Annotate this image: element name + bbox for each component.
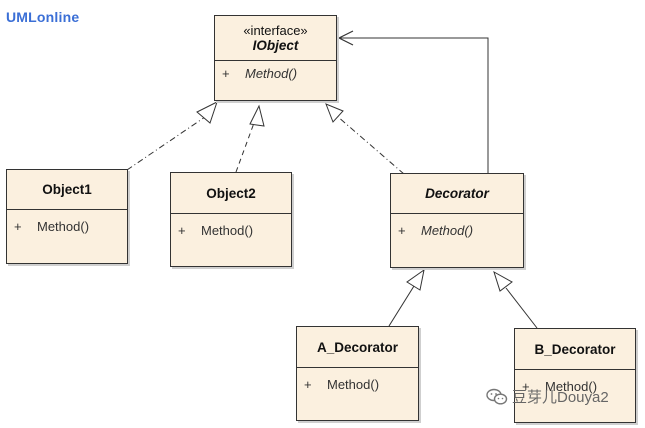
operation-row: + Method() — [178, 223, 291, 238]
class-iobject-header: «interface» IObject — [215, 16, 336, 61]
class-decorator[interactable]: Decorator + Method() — [390, 173, 524, 268]
decorator-to-iobject-line — [339, 37, 489, 174]
operation-row: + Method() — [522, 379, 635, 394]
decorator-realization-line — [336, 115, 405, 175]
class-object1-name: Object1 — [42, 182, 92, 197]
operation-method: Method() — [245, 66, 298, 81]
operation-method: Method() — [327, 377, 380, 392]
class-iobject[interactable]: «interface» IObject + Method() — [214, 15, 337, 101]
object1-realization-line — [126, 116, 206, 171]
object1-realization-arrowhead — [196, 101, 218, 124]
class-decorator-operations: + Method() — [391, 214, 523, 238]
operation-visibility: + — [14, 219, 22, 234]
class-a-decorator-name: A_Decorator — [316, 339, 399, 355]
watermark-text: 豆芽儿Douya2 — [512, 389, 609, 406]
class-object2-name: Object2 — [206, 185, 256, 201]
class-b-decorator-operations: + Method() — [515, 370, 635, 394]
operation-method: Method() — [201, 223, 254, 238]
operation-row: + Method() — [14, 219, 127, 234]
class-object2[interactable]: Object2 + Method() — [170, 172, 292, 267]
class-object1-header: Object1 — [7, 170, 127, 210]
a-decorator-generalization-line — [388, 285, 415, 327]
class-object2-header: Object2 — [171, 173, 291, 214]
class-b-decorator-header: B_Decorator — [515, 329, 635, 370]
watermark: 豆芽儿Douya2 — [486, 386, 609, 407]
class-object1[interactable]: Object1 + Method() — [6, 169, 128, 264]
operation-visibility: + — [222, 66, 230, 81]
wechat-logo-icon — [486, 388, 508, 406]
class-iobject-stereotype: «interface» — [243, 23, 308, 38]
operation-visibility: + — [178, 223, 186, 238]
operation-visibility: + — [304, 377, 312, 392]
operation-row: + Method() — [398, 223, 523, 238]
class-a-decorator[interactable]: A_Decorator + Method() — [296, 326, 419, 421]
brand-logo-text: UMLonline — [6, 9, 80, 25]
b-decorator-generalization-arrowhead — [493, 270, 513, 292]
operation-visibility: + — [522, 379, 530, 394]
operation-visibility: + — [398, 223, 406, 238]
decorator-to-iobject-arrowhead — [337, 30, 354, 46]
operation-method: Method() — [545, 379, 598, 394]
class-b-decorator[interactable]: B_Decorator + Method() — [514, 328, 636, 423]
b-decorator-generalization-line — [505, 287, 538, 329]
class-a-decorator-operations: + Method() — [297, 368, 418, 392]
class-decorator-name: Decorator — [425, 186, 489, 201]
object2-realization-arrowhead — [249, 104, 265, 127]
class-iobject-name: IObject — [252, 38, 299, 53]
operation-row: + Method() — [222, 66, 336, 81]
decorator-realization-arrowhead — [325, 103, 344, 123]
class-decorator-header: Decorator — [391, 174, 523, 214]
class-iobject-operations: + Method() — [215, 61, 336, 81]
class-object2-operations: + Method() — [171, 214, 291, 238]
operation-method: Method() — [37, 219, 90, 234]
object2-realization-line — [235, 122, 255, 173]
class-object1-operations: + Method() — [7, 210, 127, 234]
a-decorator-generalization-arrowhead — [406, 268, 425, 291]
class-b-decorator-name: B_Decorator — [534, 341, 616, 357]
operation-method: Method() — [421, 223, 474, 238]
class-a-decorator-header: A_Decorator — [297, 327, 418, 368]
operation-row: + Method() — [304, 377, 418, 392]
